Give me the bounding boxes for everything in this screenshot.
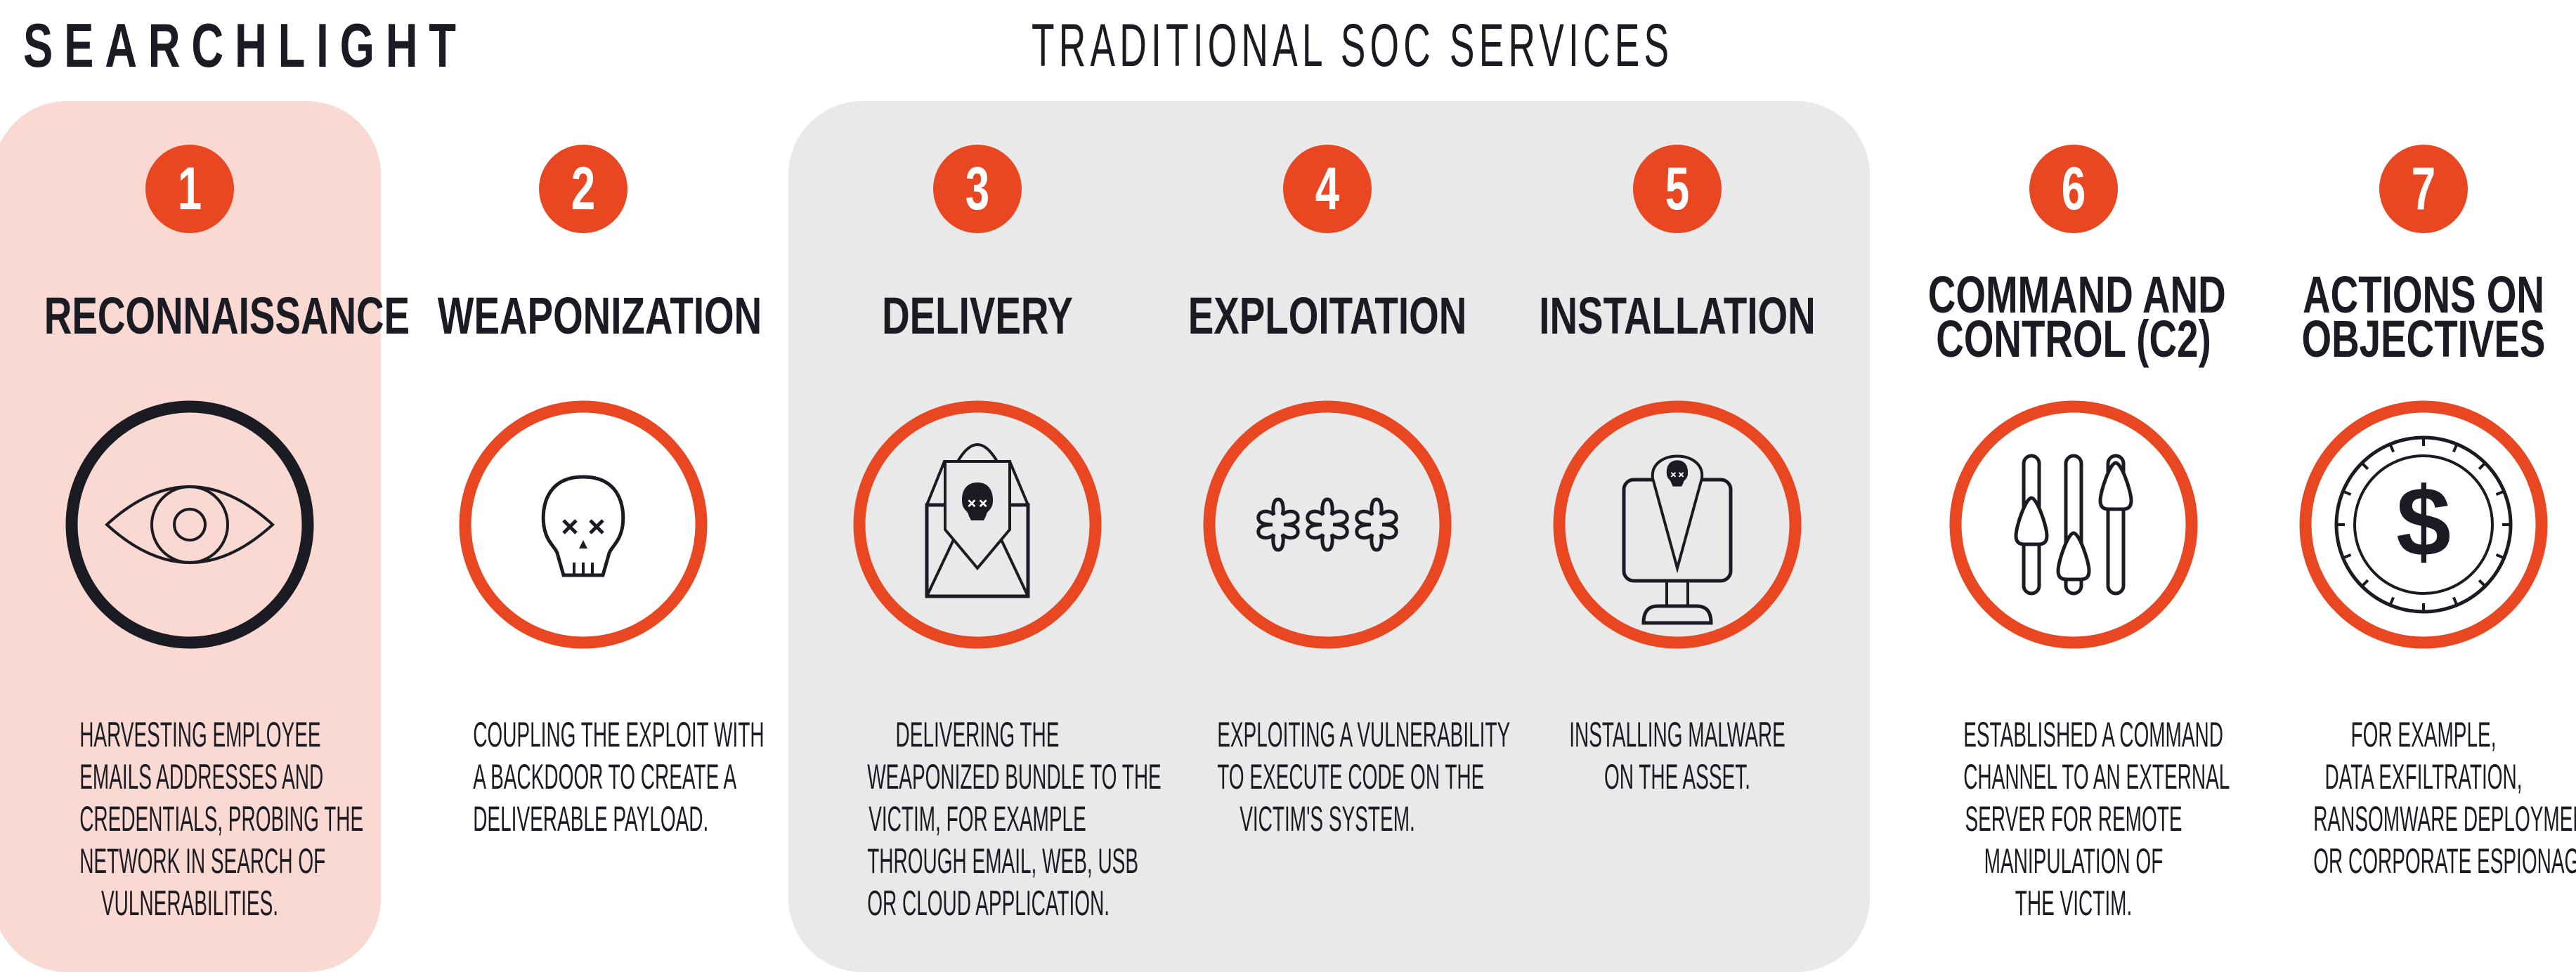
searchlight-panel	[0, 101, 381, 972]
stage-ring	[2299, 400, 2548, 649]
stage-description-line: NETWORK IN SEARCH OF	[79, 841, 326, 881]
stage-description-line: THE VICTIM.	[2015, 884, 2133, 923]
stage-description-line: EXPLOITING A VULNERABILITY	[1217, 715, 1511, 754]
stage-description-line: CHANNEL TO AN EXTERNAL	[1963, 757, 2230, 796]
stage-number: 7	[2411, 155, 2436, 223]
stage-description-line: DATA EXFILTRATION,	[2324, 757, 2523, 796]
stage-title-line: EXPLOITATION	[1188, 287, 1467, 345]
stage-number-badge: 5	[1633, 145, 1722, 233]
stage-title: EXPLOITATION	[1131, 287, 1524, 345]
skull-icon	[459, 400, 708, 649]
stage-description: FOR EXAMPLE,DATA EXFILTRATION,RANSOMWARE…	[2227, 714, 2576, 882]
stage-description-line: VULNERABILITIES.	[100, 884, 279, 923]
stage-title: RECONNAISSANCE	[0, 287, 410, 345]
stage-description-line: OR CLOUD APPLICATION.	[867, 884, 1110, 923]
monitor-malware-pin-icon	[1553, 400, 1802, 649]
stage-ring	[65, 400, 314, 649]
stage-description-line: VICTIM'S SYSTEM.	[1240, 799, 1415, 839]
stage-title-line: DELIVERY	[882, 287, 1073, 345]
stage-ring	[1203, 400, 1452, 649]
stage-description-line: INSTALLING MALWARE	[1569, 715, 1785, 754]
stage-number: 6	[2061, 155, 2086, 223]
stage-title-line: INSTALLATION	[1539, 287, 1816, 345]
stage-description-line: A BACKDOOR TO CREATE A	[473, 757, 737, 796]
stage-ring	[1553, 400, 1802, 649]
stage-title-line: WEAPONIZATION	[437, 287, 762, 345]
brand-title: SEARCHLIGHT	[23, 11, 467, 80]
stage-description-line: THROUGH EMAIL, WEB, USB	[867, 841, 1139, 881]
stage-description-line: RANSOMWARE DEPLOYMENT	[2313, 799, 2576, 839]
stage-title-line: OBJECTIVES	[2301, 310, 2546, 368]
stage-ring	[853, 400, 1102, 649]
stage-number: 5	[1665, 155, 1690, 223]
stage-number-badge: 3	[933, 145, 1022, 233]
stage-description-line: ON THE ASSET.	[1604, 757, 1750, 796]
stage-description-line: OR CORPORATE ESPIONAGE.	[2313, 841, 2576, 881]
stage-description-line: EMAILS ADDRESSES AND	[79, 757, 324, 796]
stage-title-line: CONTROL (C2)	[1936, 310, 2211, 368]
svg-text:$: $	[2396, 466, 2451, 577]
stage-description-line: HARVESTING EMPLOYEE	[79, 715, 321, 754]
stage-title: WEAPONIZATION	[386, 287, 780, 345]
stage-description-line: SERVER FOR REMOTE	[1965, 799, 2183, 839]
stage-ring	[459, 400, 708, 649]
stage-number: 2	[571, 155, 596, 223]
stage-description-line: DELIVERABLE PAYLOAD.	[473, 799, 709, 839]
stage-column: 2 WEAPONIZATION COUPLING THE EXPLOIT WIT…	[386, 0, 780, 954]
stage-number: 1	[177, 155, 202, 223]
stage-description-line: DELIVERING THE	[895, 715, 1060, 754]
stage-description-line: VICTIM, FOR EXAMPLE	[869, 799, 1086, 839]
stage-description-line: COUPLING THE EXPLOIT WITH	[473, 715, 765, 754]
stage-number-badge: 4	[1283, 145, 1372, 233]
envelope-skull-icon	[853, 400, 1102, 649]
stage-description-line: MANIPULATION OF	[1984, 841, 2164, 881]
stage-column: 4 EXPLOITATION EXPLOITING A VULNERABILIT…	[1131, 0, 1524, 954]
stage-number-badge: 7	[2379, 145, 2468, 233]
stage-description-line: FOR EXAMPLE,	[2350, 715, 2497, 754]
stage-number: 3	[965, 155, 990, 223]
stage-title-line: COMMAND AND	[1927, 265, 2226, 324]
stage-title-line: RECONNAISSANCE	[44, 287, 410, 345]
stage-title: DELIVERY	[781, 287, 1174, 345]
stage-description-line: WEAPONIZED BUNDLE TO THE	[867, 757, 1162, 796]
dollar-coin-icon: $	[2299, 400, 2548, 649]
eye-icon	[65, 400, 314, 649]
stage-description-line: TO EXECUTE CODE ON THE	[1217, 757, 1485, 796]
password-asterisks-icon	[1203, 400, 1452, 649]
stage-title-line: ACTIONS ON	[2303, 265, 2544, 324]
stage-title: INSTALLATION	[1481, 287, 1874, 345]
stage-description-line: CREDENTIALS, PROBING THE	[79, 799, 364, 839]
stage-description-line: ESTABLISHED A COMMAND	[1963, 715, 2223, 754]
stage-number: 4	[1315, 155, 1340, 223]
stage-number-badge: 1	[145, 145, 234, 233]
stage-number-badge: 2	[539, 145, 627, 233]
stage-number-badge: 6	[2029, 145, 2118, 233]
stage-ring	[1949, 400, 2198, 649]
sliders-icon	[1949, 400, 2198, 649]
